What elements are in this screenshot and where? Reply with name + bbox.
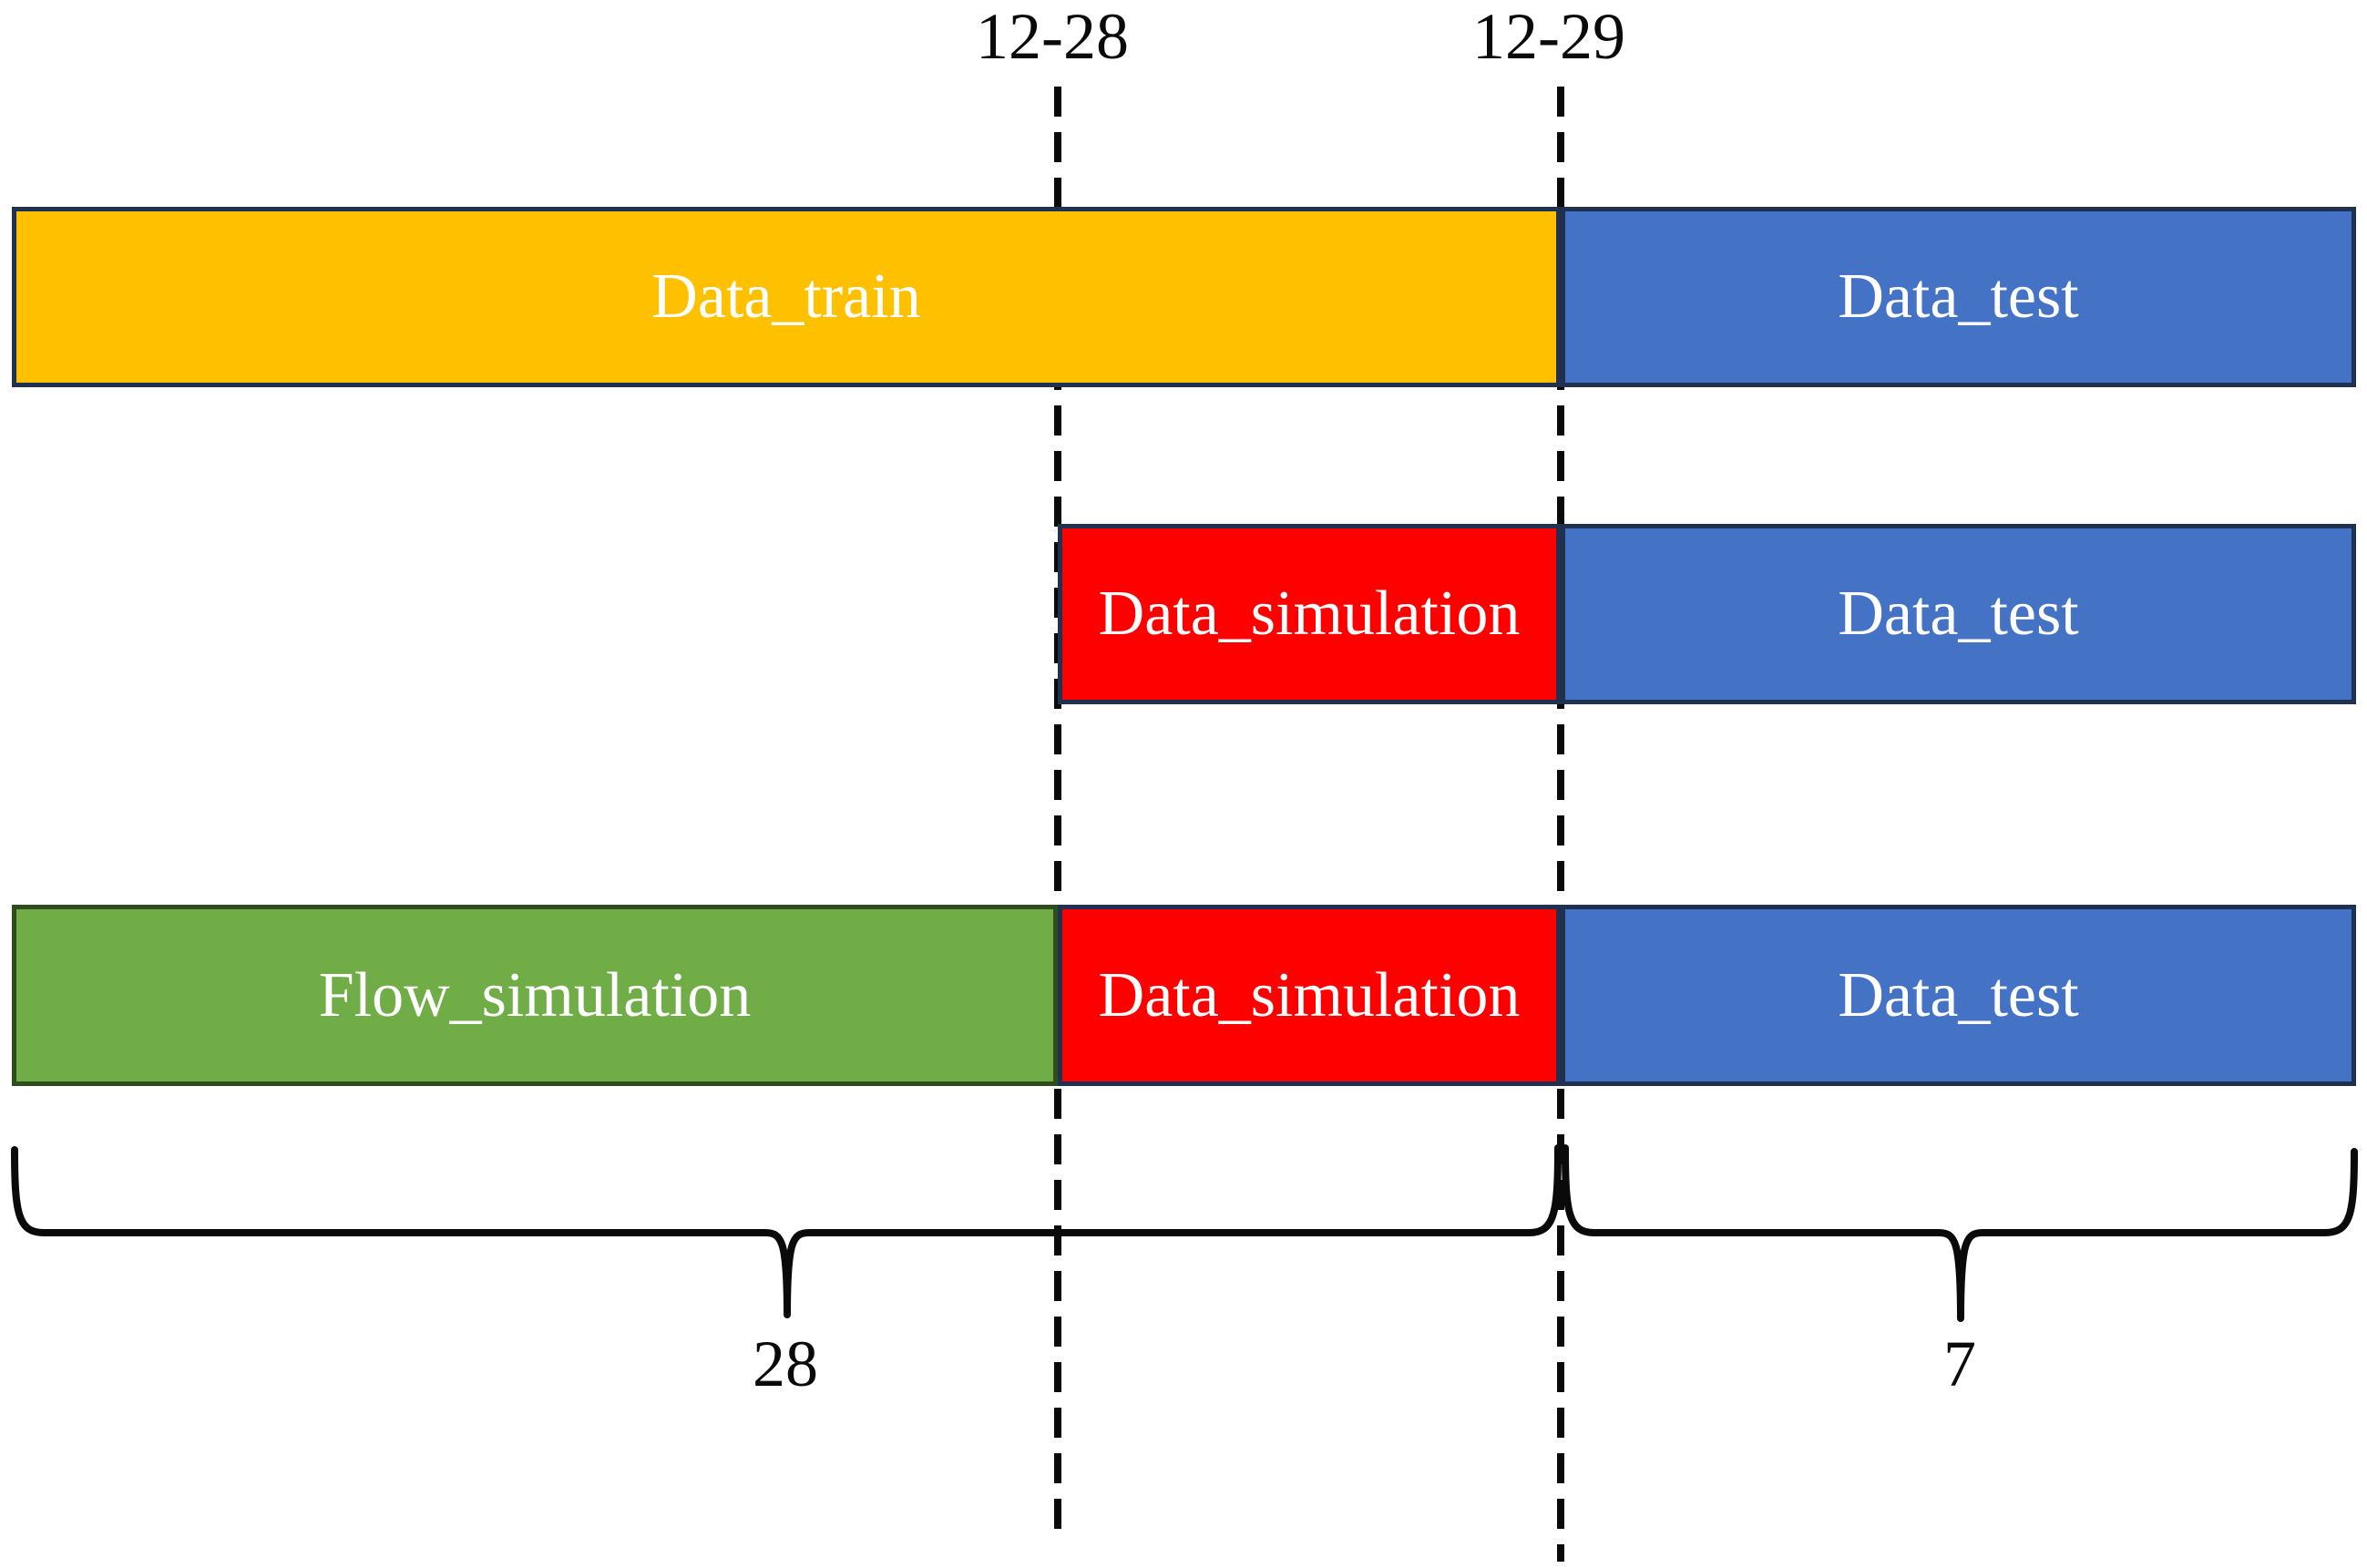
bar-flow-simulation: Flow_simulation [12,905,1058,1086]
bar-data-test-row2: Data_test [1561,524,2356,704]
brace-span-label-28: 28 [753,1327,818,1400]
left-brace [11,1144,1562,1318]
bar-data-simulation-row3: Data_simulation [1058,905,1561,1086]
bar-data-simulation-row2-label: Data_simulation [1098,579,1521,649]
bar-data-test-row1-label: Data_test [1838,261,2079,332]
bar-data-test-row3-label: Data_test [1838,959,2079,1030]
brace-span-label-7: 7 [1943,1327,1976,1400]
bar-data-simulation-row3-label: Data_simulation [1098,959,1521,1030]
bar-data-train: Data_train [12,207,1561,387]
bar-data-test-row1: Data_test [1561,207,2356,387]
bar-data-train-label: Data_train [651,261,921,332]
bar-data-test-row2-label: Data_test [1838,579,2079,649]
date-label-12-29: 12-29 [1472,0,1625,73]
date-label-12-28: 12-28 [976,0,1129,73]
right-brace [1562,1144,2358,1322]
bar-data-test-row3: Data_test [1561,905,2356,1086]
bar-data-simulation-row2: Data_simulation [1058,524,1561,704]
bar-flow-simulation-label: Flow_simulation [318,959,752,1030]
